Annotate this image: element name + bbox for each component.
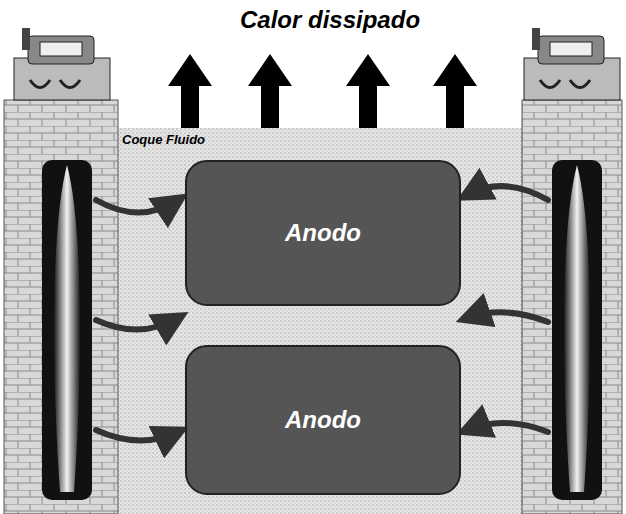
brick-wall (4, 100, 118, 514)
anode-block: Anodo (185, 160, 461, 306)
anode-label: Anodo (285, 406, 361, 434)
anode-block: Anodo (185, 345, 461, 495)
burner (524, 28, 620, 100)
region-label: Coque Fluido (122, 132, 205, 147)
diagram-title: Calor dissipado (240, 6, 420, 34)
brick-wall (522, 100, 622, 514)
heat-arrow (168, 54, 477, 128)
flue-channel (42, 160, 92, 500)
anode-label: Anodo (285, 219, 361, 247)
flame (54, 165, 80, 492)
burner (14, 28, 110, 100)
flue-channel (552, 160, 602, 500)
flame (564, 165, 590, 492)
